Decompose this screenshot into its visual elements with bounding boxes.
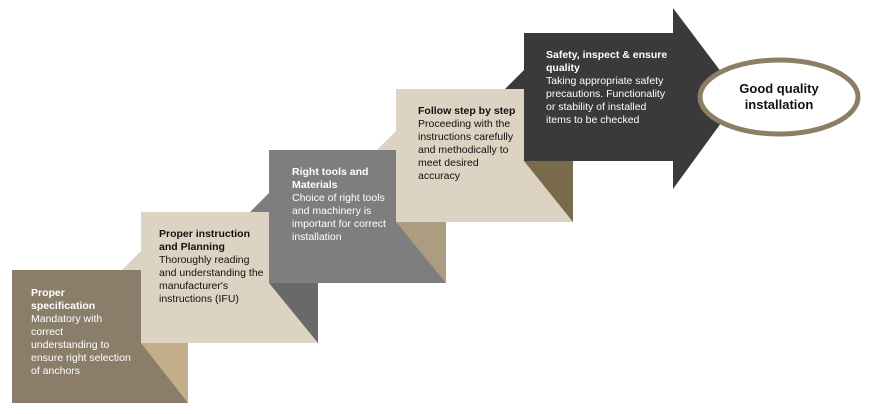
step-3-description: Choice of right tools and machinery is i… — [292, 192, 386, 243]
goal-label: Good quality installation — [700, 60, 858, 134]
step-3-title: Right tools and Materials — [292, 166, 369, 191]
goal-ellipse — [697, 57, 861, 137]
step-5-title: Safety, inspect & ensure quality — [546, 49, 668, 74]
step-4-text: Follow step by step Proceeding with the … — [418, 105, 522, 183]
step-2-description: Thoroughly reading and understanding the… — [159, 254, 264, 305]
step-connector-tab — [505, 70, 524, 89]
step-1-description: Mandatory with correct understanding to … — [31, 313, 131, 377]
step-connector-tab — [377, 131, 396, 150]
step-2-box — [141, 212, 318, 343]
step-connector-tab — [250, 193, 269, 212]
step-5-text: Safety, inspect & ensure quality Taking … — [546, 49, 674, 127]
step-3-box — [269, 150, 446, 283]
step-5-description: Taking appropriate safety precautions. F… — [546, 75, 666, 126]
step-4-description: Proceeding with the instructions careful… — [418, 118, 514, 182]
step-2-text: Proper instruction and Planning Thorough… — [159, 228, 265, 306]
step-3-text: Right tools and Materials Choice of righ… — [292, 166, 392, 244]
step-4-box — [396, 89, 573, 222]
goal-text: Good quality installation — [739, 81, 819, 112]
step-5-arrow — [524, 8, 740, 189]
step-1-title: Proper specification — [31, 287, 96, 312]
step-1-box — [12, 270, 188, 403]
step-2-title: Proper instruction and Planning — [159, 228, 251, 253]
step-1-text: Proper specification Mandatory with corr… — [31, 287, 131, 378]
step-connector-tab — [122, 251, 141, 270]
step-4-title: Follow step by step — [418, 105, 516, 117]
